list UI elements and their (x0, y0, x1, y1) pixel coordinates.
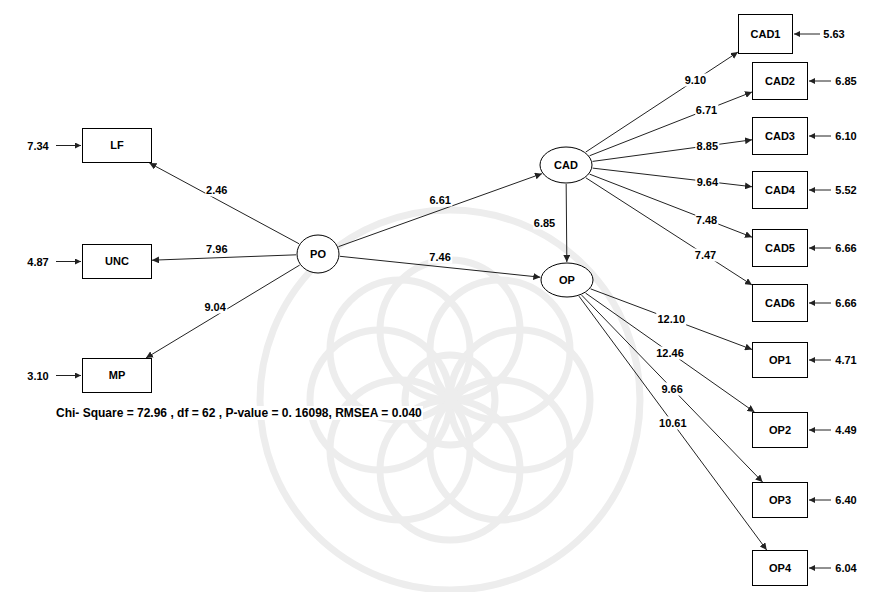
error-variance: 4.49 (834, 424, 857, 437)
path-coefficient: 9.10 (684, 74, 707, 87)
observed-variable: CAD4 (752, 171, 808, 209)
observed-variable: CAD1 (738, 14, 793, 54)
observed-variable: UNC (82, 244, 152, 279)
variable-name: OP (559, 274, 575, 287)
path-arrow (338, 174, 541, 247)
path-arrow (582, 295, 763, 482)
path-arrow (586, 52, 738, 152)
variable-name: OP2 (769, 424, 791, 437)
path-arrow (591, 289, 752, 350)
path-coefficient: 6.71 (695, 103, 718, 116)
observed-variable: MP (82, 358, 152, 393)
path-coefficient: 12.46 (655, 346, 685, 359)
path-coefficient: 7.48 (695, 213, 718, 226)
latent-variable: PO (296, 234, 340, 274)
variable-name: CAD5 (765, 242, 795, 255)
path-arrow (566, 184, 568, 262)
ellipse-outline (540, 147, 592, 183)
path-coefficient: 6.85 (533, 216, 556, 229)
variable-name: OP3 (769, 494, 791, 507)
observed-variable: OP3 (752, 482, 808, 518)
error-variance: 6.04 (834, 562, 857, 575)
variable-name: OP1 (769, 354, 791, 367)
observed-variable: CAD2 (752, 62, 808, 100)
path-arrow (149, 163, 299, 244)
path-arrow (586, 293, 755, 412)
observed-variable: OP2 (752, 412, 808, 448)
path-arrow (152, 255, 296, 260)
path-coefficient: 8.85 (696, 139, 719, 152)
variable-name: CAD4 (765, 184, 795, 197)
path-arrow (593, 140, 752, 162)
path-coefficient: 9.64 (696, 175, 719, 188)
error-variance: 5.63 (822, 28, 845, 41)
ellipse-outline (297, 235, 339, 273)
observed-variable: CAD6 (752, 284, 808, 322)
variable-name: CAD3 (765, 130, 795, 143)
variable-name: CAD1 (751, 28, 781, 41)
path-arrow (593, 168, 752, 187)
variable-name: UNC (105, 255, 129, 268)
path-coefficient: 6.61 (428, 194, 451, 207)
observed-variable: OP1 (752, 342, 808, 378)
watermark-pattern (260, 210, 640, 590)
observed-variable: OP4 (752, 550, 808, 586)
variable-name: CAD (554, 159, 578, 172)
error-arrow (56, 34, 831, 568)
variable-name: CAD2 (765, 75, 795, 88)
path-arrow (590, 174, 752, 237)
path-coefficient: 10.61 (658, 417, 688, 430)
error-variance: 4.87 (26, 255, 49, 268)
path-coefficient: 7.46 (428, 250, 451, 263)
path-arrow (590, 92, 752, 156)
path-coefficient: 9.66 (660, 382, 683, 395)
path-coefficient: 9.04 (203, 301, 226, 314)
variable-name: CAD6 (765, 297, 795, 310)
variable-name: PO (310, 248, 326, 261)
error-variance: 6.85 (834, 75, 857, 88)
error-variance: 6.40 (834, 494, 857, 507)
error-variance: 5.52 (834, 184, 857, 197)
path-coefficient: 2.46 (205, 184, 228, 197)
path-coefficient: 7.96 (205, 242, 228, 255)
path-arrow (146, 265, 300, 358)
path-coefficient: 7.47 (694, 248, 717, 261)
path-arrow (586, 178, 752, 285)
variable-name: MP (109, 369, 126, 382)
latent-variable: CAD (539, 146, 593, 184)
error-variance: 6.66 (834, 297, 857, 310)
error-variance: 6.66 (834, 242, 857, 255)
path-coefficient: 12.10 (656, 313, 686, 326)
variable-name: OP4 (769, 562, 791, 575)
ellipse-outline (541, 263, 593, 297)
error-variance: 6.10 (834, 130, 857, 143)
fit-statistics: Chi- Square = 72.96 , df = 62 , P-value … (55, 406, 423, 420)
observed-variable: CAD3 (752, 117, 808, 155)
error-variance: 7.34 (26, 139, 49, 152)
observed-variable: CAD5 (752, 229, 808, 267)
latent-variable: OP (540, 262, 594, 298)
path-arrow (579, 296, 767, 550)
variable-name: LF (110, 139, 123, 152)
error-variance: 4.71 (834, 354, 857, 367)
observed-variable: LF (82, 128, 152, 163)
error-variance: 3.10 (26, 369, 49, 382)
